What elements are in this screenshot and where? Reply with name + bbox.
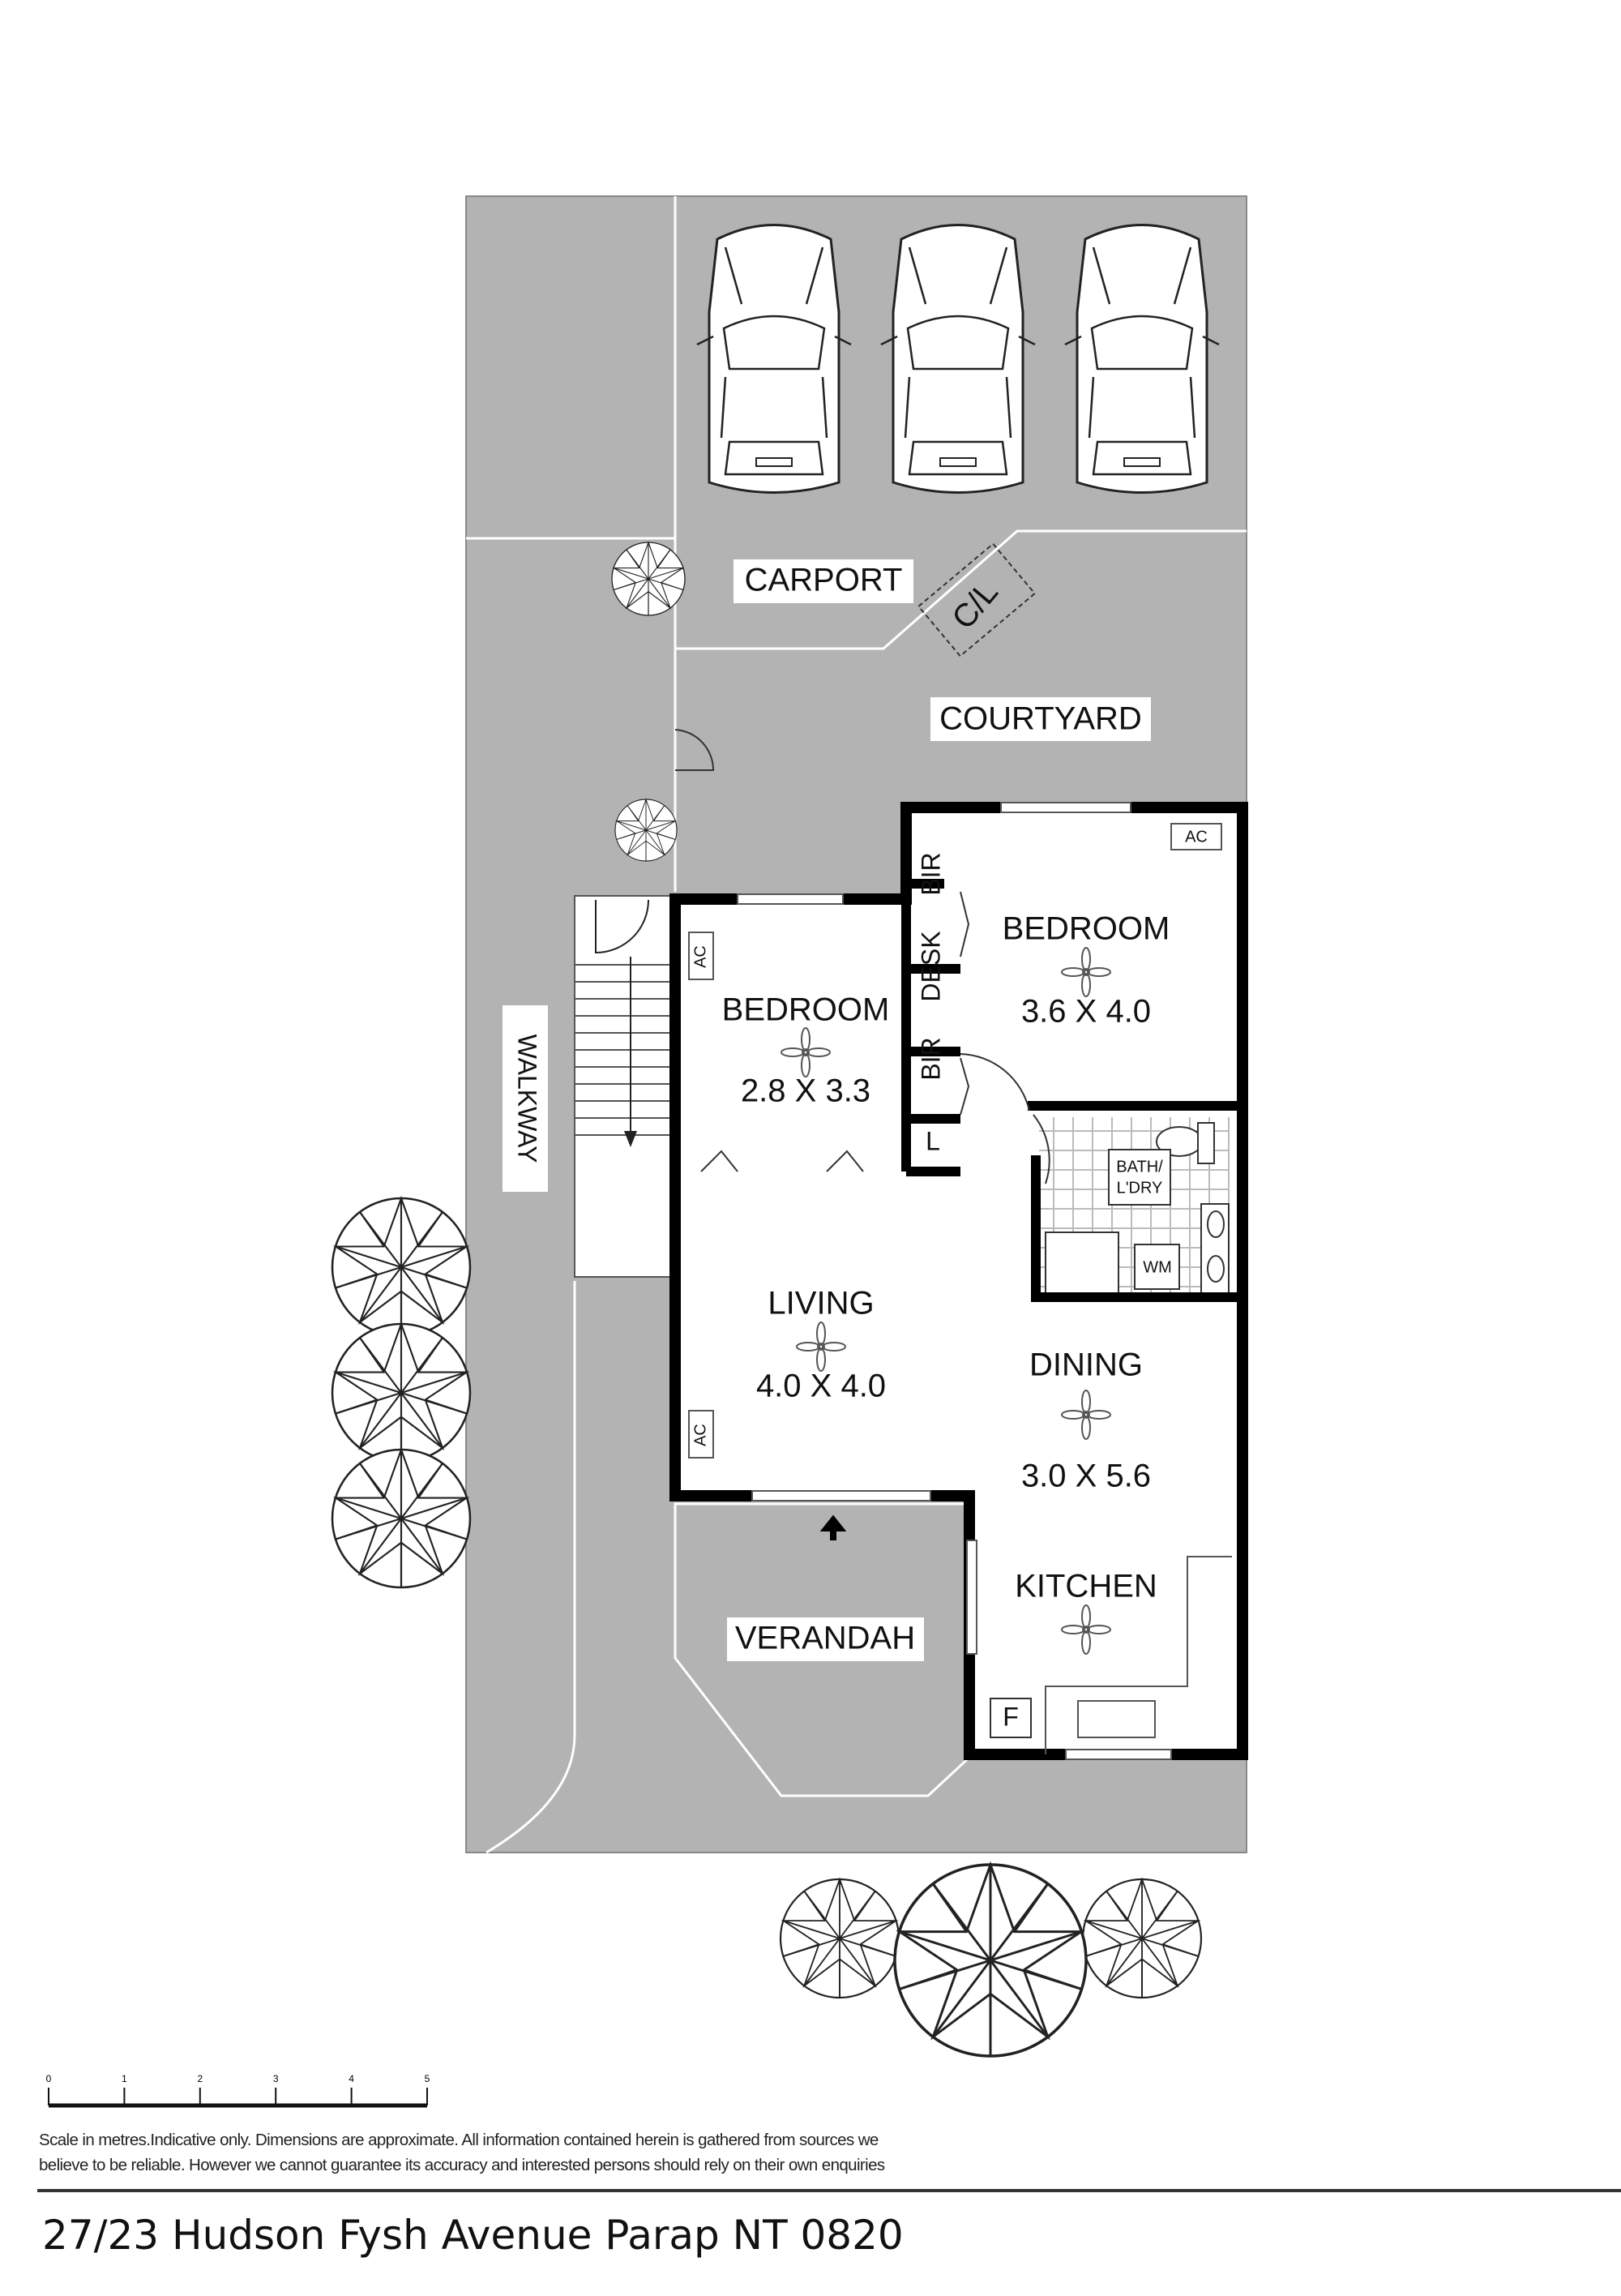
room-label-verandah: VERANDAH [735, 1621, 915, 1656]
fan-blade [806, 1047, 831, 1057]
fan-blade [1087, 967, 1111, 977]
scale-tick-label: 3 [273, 2073, 279, 2084]
scale-tick-label: 2 [197, 2073, 203, 2084]
fan-blade [1087, 1410, 1111, 1420]
room-label-bedroom: BEDROOM [722, 992, 890, 1028]
tree-icon [893, 1863, 1088, 2058]
fan-blade [796, 1342, 820, 1351]
ceiling-fan-icon [781, 947, 1111, 1655]
tree-icon [331, 1448, 472, 1589]
room-label-bedroom: BEDROOM [1003, 911, 1170, 947]
fan-blade [781, 1047, 805, 1057]
ac-label: AC [691, 945, 709, 968]
fan-blade [1081, 1390, 1091, 1414]
car-icon [879, 224, 1037, 494]
room-size-living: 4.0 X 4.0 [756, 1369, 886, 1404]
fan-blade [822, 1342, 846, 1351]
fan-blade [816, 1347, 826, 1372]
fan-hub [1082, 1626, 1090, 1634]
scale-tick-label: 5 [425, 2073, 430, 2084]
fan-blade [1061, 1410, 1085, 1420]
tree-icon [614, 799, 678, 862]
room-label-bath: BATH/ [1116, 1158, 1163, 1176]
car-icon [695, 224, 853, 494]
fan-blade [1081, 973, 1091, 997]
room-label-dining: DINING [1029, 1347, 1143, 1383]
scale-tick-label: 1 [122, 2073, 127, 2084]
fridge-label: F [1003, 1702, 1019, 1731]
fan-hub [1082, 1411, 1090, 1419]
fan-blade [1081, 1630, 1091, 1655]
stairs [574, 895, 676, 1278]
fan-blade [1087, 1625, 1111, 1634]
disclaimer-line: believe to be reliable. However we canno… [39, 2156, 885, 2174]
bathroom [1037, 1115, 1230, 1297]
car-icon [1063, 224, 1221, 494]
sink-icon [1077, 1700, 1156, 1738]
tree-icon [1081, 1878, 1203, 1999]
room-label-courtyard: COURTYARD [939, 701, 1142, 737]
fan-blade [1081, 947, 1091, 971]
desk-label: DESK [916, 931, 945, 1001]
fan-hub [1082, 968, 1090, 976]
room-label-walkway: WALKWAY [513, 1034, 542, 1163]
room-label-living: LIVING [768, 1286, 874, 1321]
bir-label: BIR [916, 852, 945, 895]
fan-blade [1061, 1625, 1085, 1634]
fan-blade [801, 1027, 810, 1052]
disclaimer: Scale in metres.Indicative only. Dimensi… [39, 2127, 1093, 2178]
scale-bar: 0 1 2 3 4 5 [46, 2073, 430, 2108]
fan-blade [816, 1321, 826, 1346]
room-size-bedroom: 2.8 X 3.3 [741, 1073, 870, 1109]
site-lines [466, 196, 1247, 1854]
interior-walls [901, 807, 1242, 1302]
room-label-laundry: L'DRY [1117, 1179, 1163, 1197]
room-label-carport: CARPORT [745, 563, 903, 598]
fan-blade [801, 1053, 810, 1077]
ac-label: AC [691, 1424, 709, 1446]
fan-hub [802, 1048, 810, 1056]
room-size-dining: 3.0 X 5.6 [1021, 1459, 1151, 1494]
divider [37, 2189, 1621, 2192]
scale-tick-label: 0 [46, 2073, 52, 2084]
scale-tick-label: 4 [349, 2073, 354, 2084]
bir-label: BIR [916, 1037, 945, 1080]
room-label-kitchen: KITCHEN [1015, 1569, 1157, 1604]
linen-label: L [926, 1126, 940, 1155]
entry-arrow-icon [819, 1514, 847, 1540]
tree-icon [331, 1197, 472, 1338]
fan-blade [1061, 967, 1085, 977]
doors [674, 729, 1050, 1184]
washing-machine-label: WM [1143, 1258, 1172, 1276]
fan-blade [1081, 1416, 1091, 1440]
disclaimer-line: Scale in metres.Indicative only. Dimensi… [39, 2131, 879, 2149]
fan-hub [817, 1343, 825, 1351]
cl-box [917, 542, 1037, 658]
windows [737, 802, 1172, 1760]
room-size-bedroom: 3.6 X 4.0 [1021, 994, 1151, 1030]
tree-icon [611, 542, 686, 616]
property-address: 27/23 Hudson Fysh Avenue Parap NT 0820 [42, 2212, 904, 2259]
tree-icon [331, 1322, 472, 1463]
tree-icon [779, 1878, 900, 1999]
fan-blade [1081, 1604, 1091, 1629]
ac-label: AC [1185, 828, 1208, 846]
